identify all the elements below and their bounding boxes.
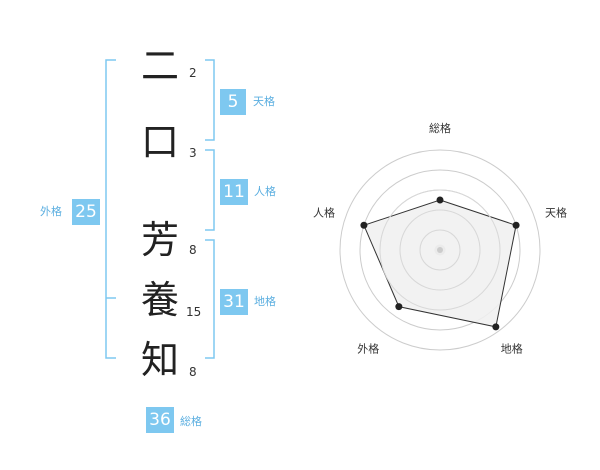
- jinkaku-label: 人格: [254, 185, 276, 198]
- stroke-count-2: 3: [189, 146, 197, 160]
- radar-point-5: [360, 221, 368, 229]
- jinkaku-badge: 11: [220, 179, 248, 205]
- chikaku-label: 地格: [254, 295, 276, 308]
- radar-inner-ring: [419, 229, 461, 271]
- radar-inner-ring: [399, 209, 481, 291]
- chikaku-bracket: [205, 239, 215, 359]
- radar-center: [437, 247, 443, 253]
- radar-axis-label-1: 総格: [429, 121, 451, 135]
- gaikaku-bracket: [105, 59, 116, 359]
- name-char-2: 口: [140, 120, 179, 164]
- tenkaku-badge: 5: [220, 89, 246, 115]
- radar-point-2: [512, 221, 520, 229]
- radar-axis-label-5: 人格: [313, 205, 335, 219]
- stroke-count-5: 8: [189, 365, 197, 379]
- stroke-count-4: 15: [186, 305, 202, 319]
- name-char-1: 二: [140, 44, 179, 88]
- radar-ring: [339, 149, 541, 351]
- gaikaku-label: 外格: [40, 205, 62, 218]
- radar-ring: [359, 169, 521, 331]
- soukaku-label: 総格: [180, 415, 202, 428]
- radar-point-1: [436, 196, 444, 204]
- tenkaku-label: 天格: [253, 95, 275, 108]
- radar-inner-ring: [379, 189, 501, 311]
- radar-axis-label-2: 天格: [545, 205, 567, 219]
- name-char-5: 知: [140, 338, 179, 382]
- radar-axis-label-4: 外格: [357, 342, 379, 356]
- radar-point-4: [395, 303, 403, 311]
- stroke-count-1: 2: [189, 66, 197, 80]
- radar-point-3: [492, 323, 500, 331]
- soukaku-badge: 36: [146, 407, 174, 433]
- jinkaku-bracket: [205, 149, 215, 231]
- chikaku-badge: 31: [220, 289, 248, 315]
- gaikaku-badge: 25: [72, 199, 100, 225]
- radar-polygon: [363, 199, 517, 328]
- radar-axis-label-3: 地格: [501, 342, 523, 356]
- stroke-count-3: 8: [189, 243, 197, 257]
- tenkaku-bracket: [205, 59, 215, 141]
- name-char-3: 芳: [140, 218, 179, 262]
- name-char-4: 養: [140, 278, 179, 322]
